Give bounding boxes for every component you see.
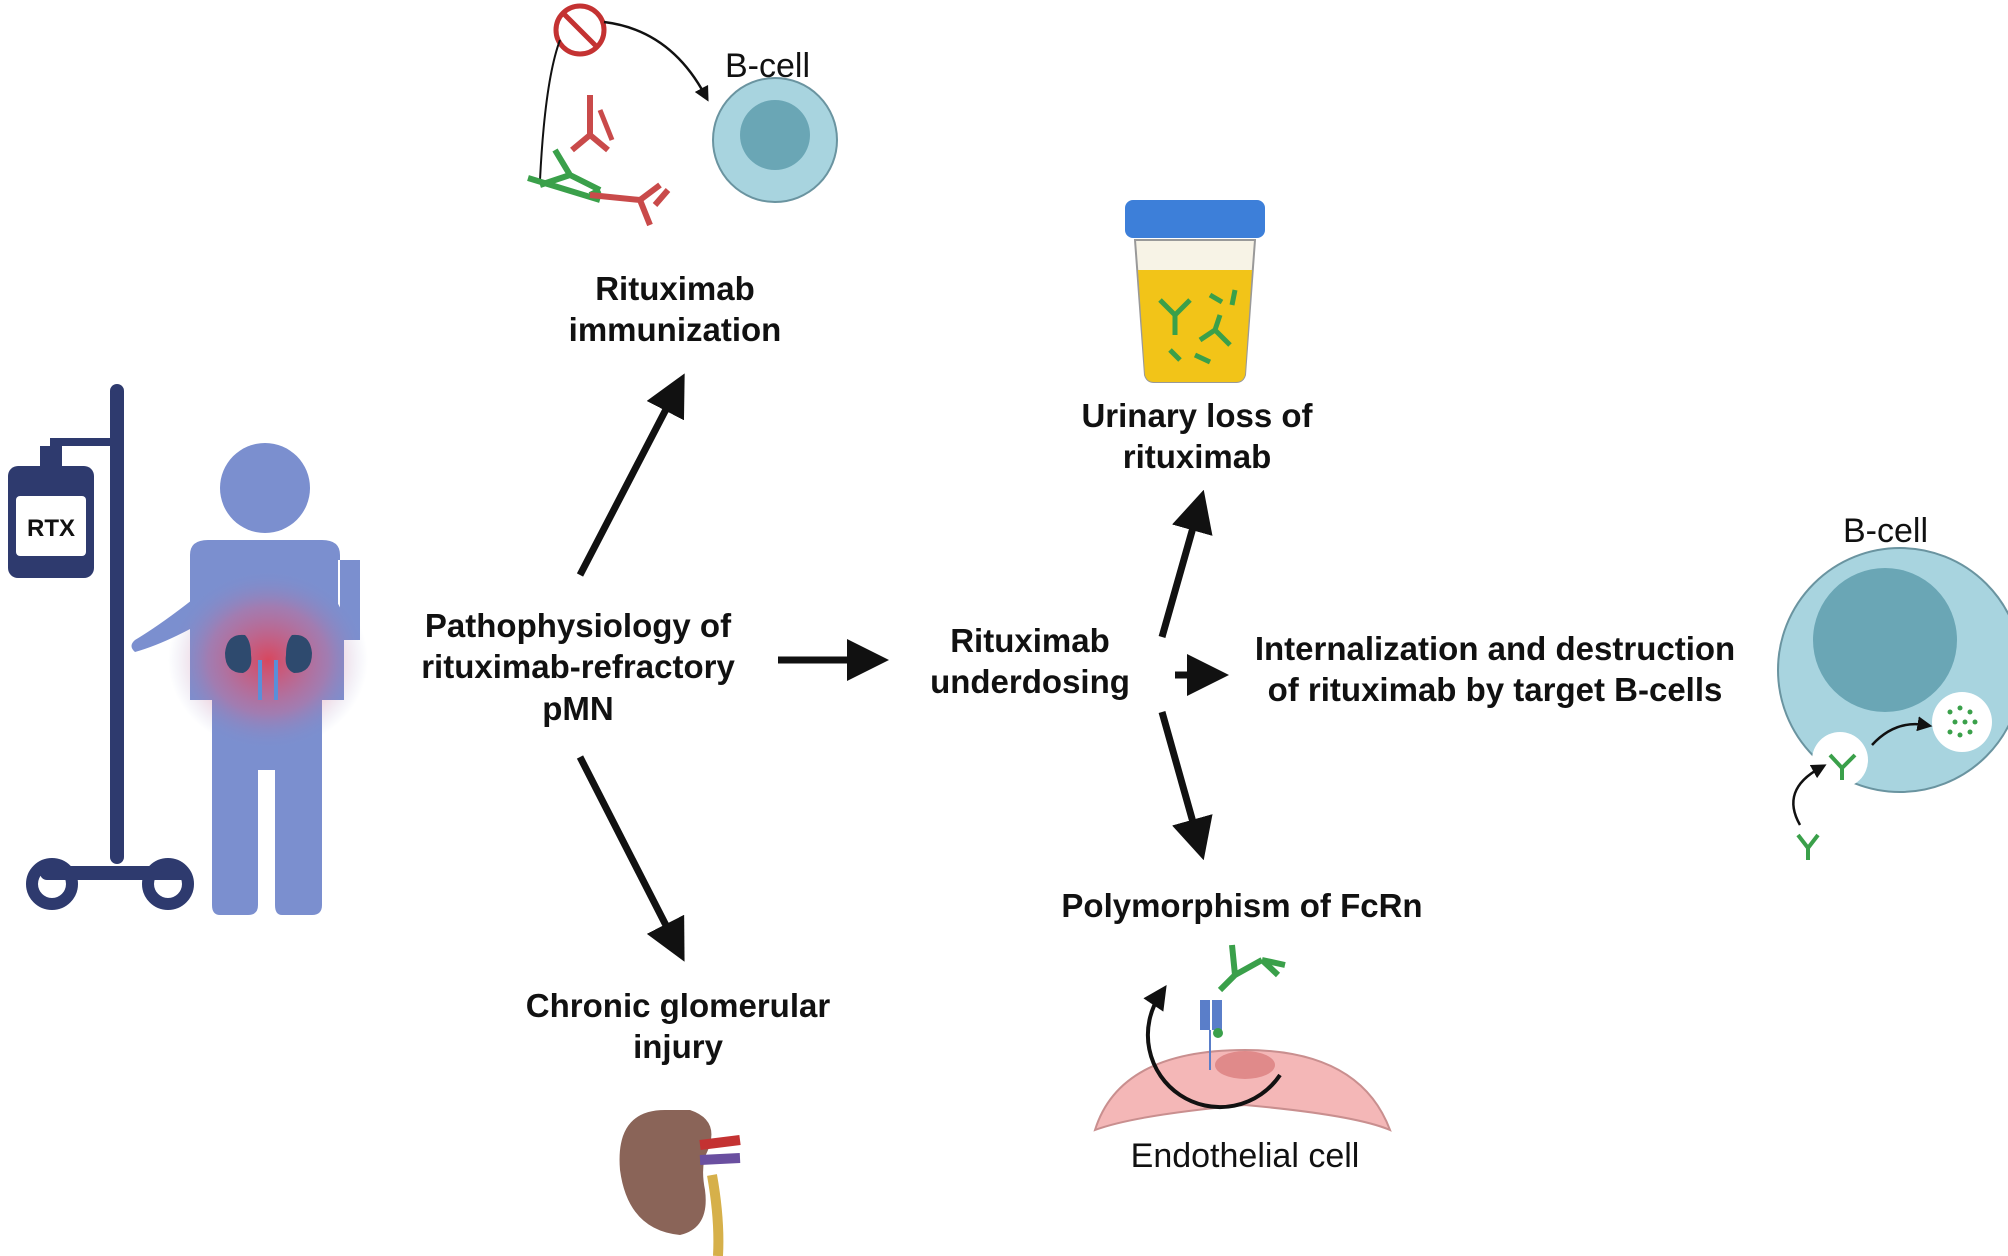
b-cell-top-label: B-cell [725, 47, 811, 85]
iv-bag-label: RTX [27, 515, 75, 542]
endothelial-cell-icon [1093, 944, 1392, 1132]
main-line-3: pMN [542, 689, 614, 727]
chronic-injury-label: Chronic glomerular injury [526, 985, 830, 1068]
urinary-loss-label: Urinary loss of rituximab [1081, 395, 1312, 478]
arrow-to-fcrn [1158, 711, 1213, 861]
main-line-1: Pathophysiology of [424, 607, 732, 644]
rituximab-immunization-label: Rituximab immunization [569, 268, 782, 351]
rituximab-immunization-line-2: immunization [568, 311, 782, 349]
internalization-line-2: of rituximab by target B-cells [1267, 671, 1723, 709]
fcrn-polymorphism-label: Polymorphism of FcRn [1061, 887, 1423, 924]
arrow-to-urinary [1158, 489, 1213, 638]
rituximab-underdosing-label: Rituximab underdosing [930, 620, 1130, 703]
anti-drug-antibodies-icon [527, 3, 709, 227]
arrow-to-chronic [576, 755, 685, 962]
urinary-loss-line-1: Urinary loss of [1081, 397, 1313, 434]
rituximab-immunization-line-1: Rituximab [595, 270, 755, 307]
internalization-line-1: Internalization and destruction [1254, 630, 1736, 667]
chronic-line-1: Chronic glomerular [525, 987, 831, 1024]
b-cell-right-icon [1777, 547, 2008, 860]
iv-pole-icon [26, 384, 194, 910]
b-cell-right-label: B-cell [1843, 512, 1929, 550]
chronic-line-2: injury [633, 1028, 723, 1066]
urine-cup-icon [1125, 200, 1265, 383]
main-line-2: rituximab-refractory [421, 648, 735, 686]
urinary-loss-line-2: rituximab [1122, 438, 1272, 476]
iv-bag-icon: RTX [8, 446, 94, 578]
internalization-label: Internalization and destruction of ritux… [1255, 628, 1735, 711]
pathophysiology-main-label: Pathophysiology of rituximab-refractory … [421, 605, 735, 729]
patient-icon [131, 443, 368, 915]
b-cell-top-icon [712, 77, 838, 203]
arrow-to-immunization [576, 373, 685, 577]
underdosing-line-2: underdosing [930, 663, 1130, 701]
underdosing-line-1: Rituximab [950, 622, 1110, 659]
kidney-icon [619, 1110, 741, 1256]
arrows [576, 373, 1229, 962]
endothelial-cell-label: Endothelial cell [1130, 1137, 1360, 1175]
